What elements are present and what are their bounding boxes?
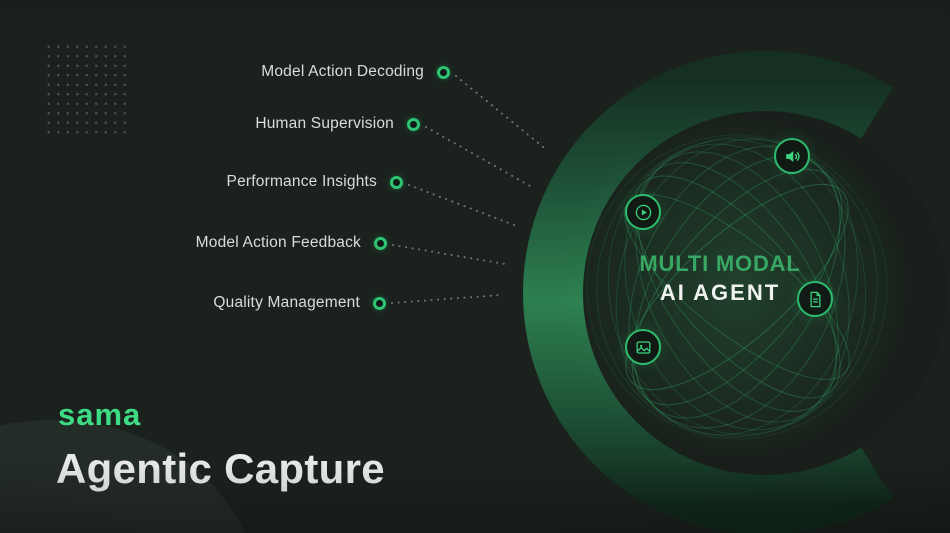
corner-blob-shape xyxy=(0,420,245,533)
c-ring xyxy=(523,51,893,533)
ring-bullet-icon xyxy=(407,117,420,131)
swirl-mesh xyxy=(586,134,888,440)
connector-line xyxy=(425,126,531,187)
connector-line xyxy=(391,294,502,304)
ring-bullet-icon xyxy=(390,175,403,189)
feature-item-human-supervision: Human Supervision xyxy=(255,112,420,136)
multi-modal-text: MULTI MODAL xyxy=(639,251,801,276)
document-badge xyxy=(797,281,833,317)
page-title: Agentic Capture xyxy=(56,445,385,492)
feature-label: Model Action Decoding xyxy=(261,63,424,80)
image-icon xyxy=(636,340,650,354)
feature-item-quality-management: Quality Management xyxy=(213,291,386,315)
ai-agent-text: AI AGENT xyxy=(659,280,781,305)
connector-line xyxy=(455,75,549,152)
connector-line xyxy=(392,244,506,265)
feature-item-performance-insights: Performance Insights xyxy=(227,170,403,194)
dot-grid-decoration xyxy=(44,42,128,138)
ring-bullet-icon xyxy=(374,236,387,250)
feature-item-model-action-decoding: Model Action Decoding xyxy=(261,60,450,84)
connector-lines xyxy=(391,75,549,304)
center-agent-label: MULTI MODAL AI AGENT xyxy=(600,250,840,308)
feature-label: Performance Insights xyxy=(226,173,377,190)
feature-label: Human Supervision xyxy=(255,115,394,132)
feature-item-model-action-feedback: Model Action Feedback xyxy=(196,231,387,255)
feature-label: Quality Management xyxy=(213,294,360,311)
play-icon xyxy=(635,204,651,220)
document-icon xyxy=(810,291,820,307)
brand-logo: sama xyxy=(58,397,142,432)
ring-bullet-icon xyxy=(373,296,386,310)
feature-label: Model Action Feedback xyxy=(195,234,361,251)
speaker-icon xyxy=(785,150,800,162)
connector-line xyxy=(408,184,515,226)
image-badge xyxy=(625,329,661,365)
play-badge xyxy=(625,194,661,230)
audio-badge xyxy=(774,138,810,174)
ring-bullet-icon xyxy=(437,65,450,79)
